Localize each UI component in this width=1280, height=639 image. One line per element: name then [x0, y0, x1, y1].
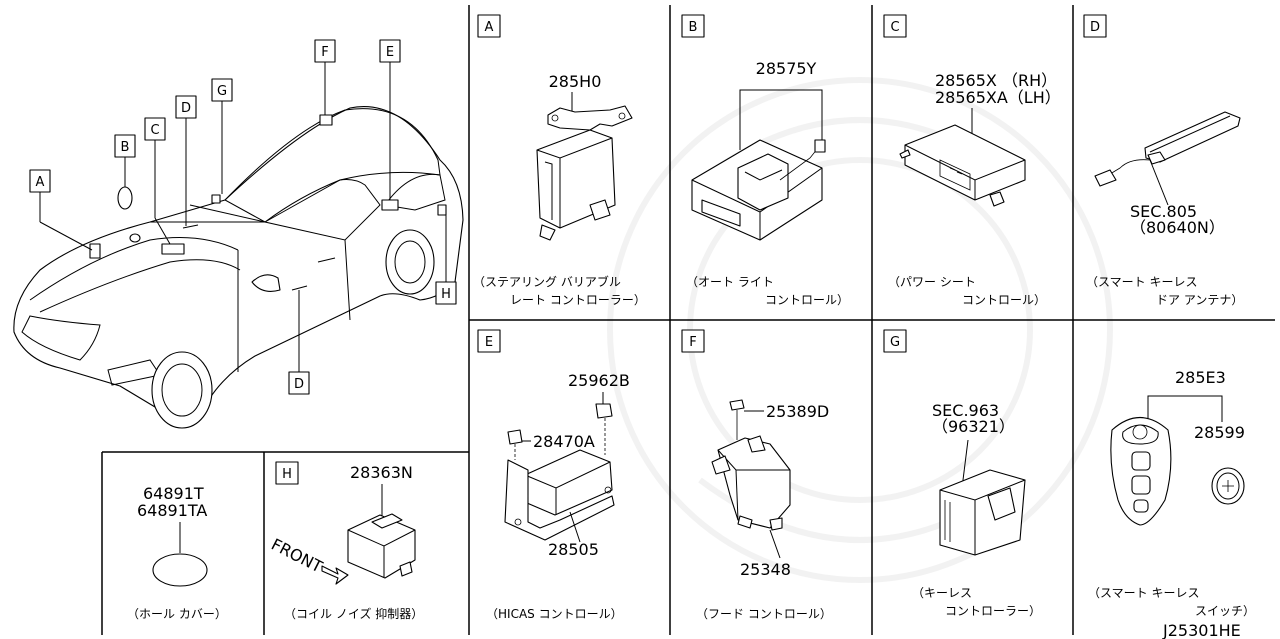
- panel-d-caption-line2: ドア アンテナ）: [1156, 293, 1243, 307]
- panel-g: G SEC.963 （96321） （キーレス コントローラー）: [883, 329, 1041, 618]
- panel-dividers: [101, 5, 1275, 635]
- svg-text:D: D: [181, 101, 191, 116]
- panel-c-part-number-lh: 28565XA（LH）: [935, 88, 1061, 107]
- hole-cover-part-number-1: 64891T: [143, 484, 204, 503]
- hole-cover-part: [152, 553, 208, 587]
- panel-e-part-nut: 25962B: [568, 371, 630, 390]
- svg-text:E: E: [386, 45, 394, 60]
- car-callout-e: E: [379, 39, 401, 63]
- panel-f-caption: （フード コントロール）: [696, 607, 832, 621]
- hole-cover-part-number-2: 64891TA: [137, 501, 207, 520]
- panel-a-caption-line2: レート コントローラー）: [510, 293, 646, 307]
- panel-e-part-bolt: 28470A: [533, 432, 595, 451]
- panel-e-part-module: 28505: [548, 540, 599, 559]
- panel-e: E 25962B 28470A 28505 （HICAS コントロール）: [477, 329, 630, 621]
- svg-text:G: G: [217, 84, 227, 99]
- panel-c-part-number-rh: 28565X （RH）: [935, 71, 1057, 90]
- panel-c-letter: C: [890, 20, 899, 35]
- panel-e-letter: E: [485, 335, 493, 350]
- panel-g-caption-line2: コントローラー）: [945, 604, 1041, 618]
- car-callout-h: H: [435, 281, 457, 305]
- svg-text:A: A: [36, 175, 45, 190]
- diagram-code: J25301HE: [1162, 621, 1241, 639]
- panel-a-letter-box: [477, 14, 501, 38]
- svg-text:B: B: [121, 140, 130, 155]
- car-callout-d-top: D: [175, 95, 197, 119]
- panel-b-caption-line2: コントロール）: [765, 293, 849, 307]
- panel-d-letter: D: [1090, 20, 1100, 35]
- panel-f-part-actuator: 25348: [740, 560, 791, 579]
- panel-a-part-number: 285H0: [549, 72, 602, 91]
- car-callout-c: C: [144, 117, 166, 141]
- panel-f-part-screw: 25389D: [766, 402, 829, 421]
- car-callout-f: F: [314, 39, 336, 63]
- car-callout-d-bottom: D: [288, 371, 310, 395]
- panel-a-caption-line1: （ステアリング バリアブル: [473, 274, 621, 289]
- panel-f: F 25389D 25348 （フード コントロール）: [681, 329, 832, 621]
- panel-c-caption-line2: コントロール）: [962, 293, 1046, 307]
- car-callout-a: A: [29, 169, 51, 193]
- panel-key-caption-line1: （スマート キーレス: [1088, 586, 1199, 600]
- svg-text:D: D: [294, 377, 304, 392]
- panel-b: B 28575Y （オート ライト コントロール）: [681, 14, 849, 307]
- car-callout-b: B: [114, 134, 136, 158]
- panel-d-caption-line1: （スマート キーレス: [1086, 275, 1197, 289]
- coil-noise-suppressor-part: [347, 513, 416, 579]
- panel-g-letter: G: [890, 335, 900, 350]
- panel-key-caption-line2: スイッチ）: [1195, 604, 1255, 618]
- panel-key-battery-part: 28599: [1194, 423, 1245, 442]
- front-arrow-icon: [321, 565, 349, 585]
- car-overview: A B C D G F E H: [13, 39, 464, 429]
- panel-b-caption-line1: （オート ライト: [686, 275, 774, 289]
- panel-f-letter: F: [689, 335, 696, 350]
- panel-h-caption: （コイル ノイズ 抑制器）: [284, 606, 423, 621]
- panel-smart-key: 285E3 28599 （スマート キーレス スイッチ）: [1088, 368, 1255, 618]
- svg-text:C: C: [150, 123, 159, 138]
- panel-d-section-ref: SEC.805: [1130, 202, 1197, 221]
- panel-h-part-number: 28363N: [350, 463, 413, 482]
- panel-e-caption: （HICAS コントロール）: [486, 607, 623, 621]
- svg-text:F: F: [321, 45, 328, 60]
- smart-key-fob-part: [1110, 417, 1172, 526]
- front-direction-label: FRONT: [268, 535, 326, 577]
- panel-g-section-ref: SEC.963: [932, 401, 999, 420]
- panel-b-letter: B: [689, 20, 698, 35]
- panel-h-letter: H: [282, 467, 292, 482]
- panel-c-caption-line1: （パワー シート: [888, 275, 976, 289]
- panel-g-section-code: （96321）: [932, 417, 1015, 436]
- panel-a-letter: A: [485, 20, 494, 35]
- auto-light-controller-part: [691, 139, 826, 241]
- power-seat-controller-part: [899, 124, 1026, 207]
- svg-text:H: H: [441, 287, 451, 302]
- key-battery-part: [1211, 467, 1245, 505]
- hicas-controller-part: [504, 403, 615, 541]
- panel-g-caption-line1: （キーレス: [912, 586, 972, 600]
- panel-key-part-number: 285E3: [1175, 368, 1226, 387]
- car-callout-g: G: [211, 78, 233, 102]
- hood-controller-part: [711, 399, 791, 531]
- keyless-controller-part: [939, 469, 1026, 556]
- panel-h: H 28363N FRONT （コイル ノイズ 抑制器）: [268, 461, 423, 621]
- panel-hole-cover: 64891T 64891TA （ホール カバー）: [127, 484, 227, 621]
- panel-d-section-code: （80640N）: [1130, 218, 1225, 237]
- hole-cover-caption: （ホール カバー）: [127, 607, 227, 621]
- panel-c: C 28565X （RH） 28565XA（LH） （パワー シート コントロー…: [883, 14, 1061, 307]
- panel-b-part-number: 28575Y: [756, 59, 817, 78]
- panel-a: A 285H0 （ステアリング バリアブル レート コントローラー）: [473, 14, 646, 307]
- panel-d: D SEC.805 （80640N） （スマート キーレス ドア アンテナ）: [1083, 14, 1243, 307]
- door-antenna-part: [1094, 111, 1241, 187]
- steering-rate-controller-part: [536, 105, 633, 241]
